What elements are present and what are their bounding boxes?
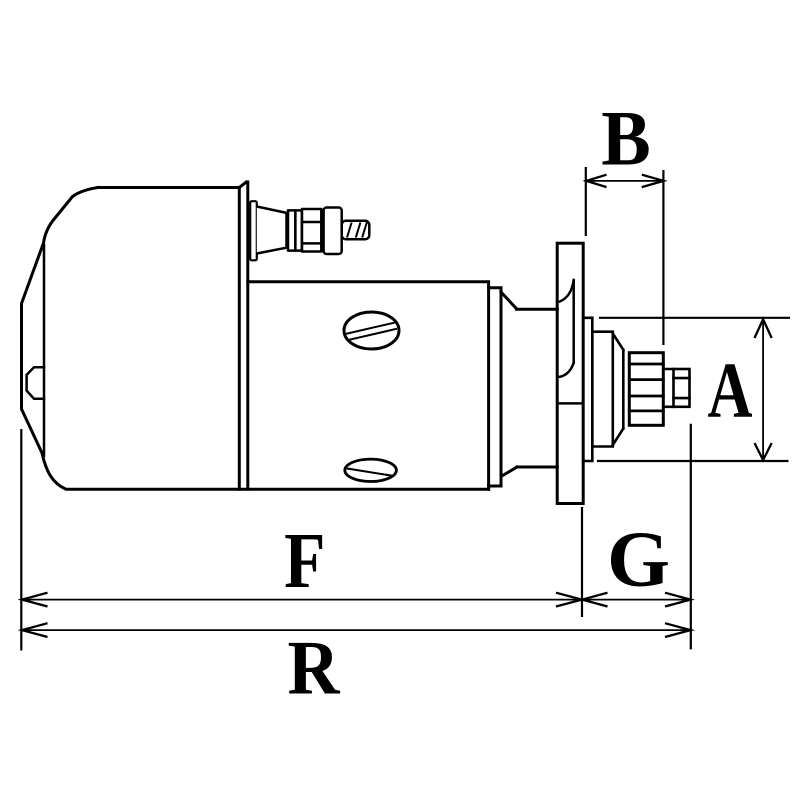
svg-text:A: A xyxy=(708,347,753,435)
svg-text:F: F xyxy=(284,516,325,604)
svg-text:B: B xyxy=(601,94,651,181)
svg-text:G: G xyxy=(607,515,670,603)
svg-text:R: R xyxy=(288,625,341,711)
